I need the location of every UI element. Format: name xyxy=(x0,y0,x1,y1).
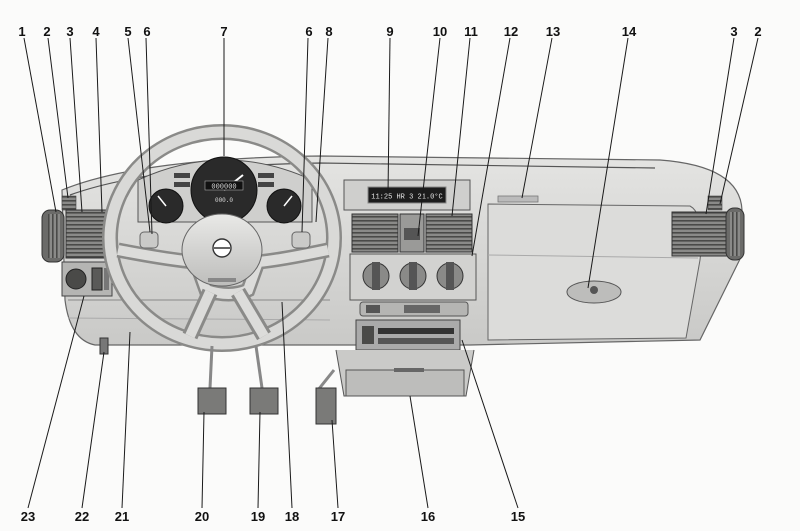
bonnet-release xyxy=(99,337,109,355)
callout-19: 19 xyxy=(251,509,265,524)
callout-22: 22 xyxy=(75,509,89,524)
callout-9: 9 xyxy=(386,24,393,39)
callout-1: 1 xyxy=(18,24,25,39)
leader-lines xyxy=(23,37,759,509)
horn-buttons xyxy=(139,231,311,249)
callout-4: 4 xyxy=(92,24,100,39)
callout-3-right: 3 xyxy=(730,24,737,39)
callout-6-left: 6 xyxy=(143,24,150,39)
callout-17: 17 xyxy=(331,509,345,524)
callout-8: 8 xyxy=(325,24,332,39)
callout-labels: 1 2 3 4 5 6 7 6 8 9 10 11 12 13 14 3 2 2… xyxy=(18,24,761,524)
callout-13: 13 xyxy=(546,24,560,39)
info-display-readout: 11:25 HR 3 21.0°C xyxy=(371,193,442,202)
callout-15: 15 xyxy=(511,509,525,524)
pedals xyxy=(197,345,337,425)
odometer-readout: 000000 xyxy=(211,184,236,192)
left-side-vent xyxy=(41,195,77,263)
callout-14: 14 xyxy=(622,24,637,39)
glovebox xyxy=(487,195,702,341)
callout-10: 10 xyxy=(433,24,447,39)
callout-23: 23 xyxy=(21,509,35,524)
callout-6-right: 6 xyxy=(305,24,312,39)
callout-18: 18 xyxy=(285,509,299,524)
callout-11: 11 xyxy=(464,24,478,39)
light-switch-panel xyxy=(61,261,113,297)
steering-wheel xyxy=(102,124,342,352)
callout-12: 12 xyxy=(504,24,518,39)
callout-20: 20 xyxy=(195,509,209,524)
callout-3-left: 3 xyxy=(66,24,73,39)
callout-7: 7 xyxy=(220,24,227,39)
trip-readout: 000.0 xyxy=(215,197,233,204)
callout-2-left: 2 xyxy=(43,24,50,39)
instrument-cluster: 000000 000.0 xyxy=(137,156,313,224)
callout-5: 5 xyxy=(124,24,131,39)
callout-2-right: 2 xyxy=(754,24,761,39)
right-side-vent xyxy=(671,195,745,261)
callout-16: 16 xyxy=(421,509,435,524)
centre-console: 11:25 HR 3 21.0°C xyxy=(335,179,477,397)
callout-21: 21 xyxy=(115,509,129,524)
